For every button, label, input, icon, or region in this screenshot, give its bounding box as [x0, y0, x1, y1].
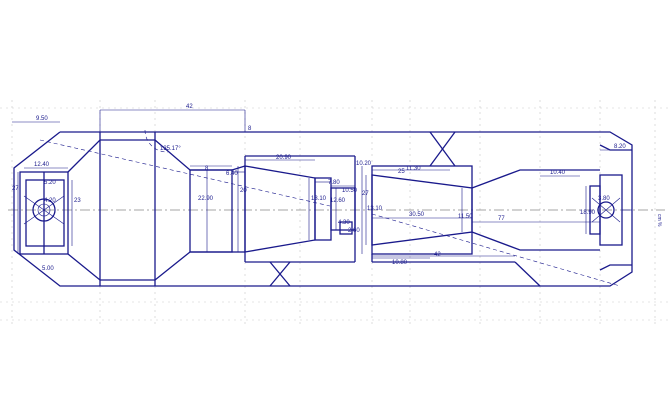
outer-body-outline [13, 131, 633, 287]
throat-block [314, 156, 356, 262]
dim-label: 11.50 [458, 214, 473, 220]
dim-label: 3.80 [598, 196, 610, 202]
dim-label: 20.90 [276, 155, 292, 161]
dim-label: 5.00 [42, 266, 54, 272]
dimension-lines [12, 109, 632, 259]
dim-label: 10.20 [356, 161, 372, 167]
scale-label: cm % [656, 214, 662, 227]
dim-label: 12.40 [34, 162, 50, 168]
dim-label: 10.50 [342, 188, 358, 194]
dim-label: 25 [398, 169, 405, 175]
drawing-grid [0, 100, 670, 325]
dim-label: 42 [186, 104, 193, 110]
dim-label: 30.50 [409, 212, 425, 218]
tapered-section [231, 155, 355, 263]
dim-label: 4.20 [44, 198, 56, 204]
dim-label: 13.10 [367, 206, 383, 212]
dim-label: 6.40 [226, 171, 238, 177]
dim-label: 20 [240, 188, 247, 194]
diffuser-section [269, 131, 600, 287]
dim-label: 10.80 [392, 260, 408, 266]
first-chamber [154, 139, 233, 281]
dim-label: 135.17° [160, 146, 181, 152]
dim-label: 8 [248, 126, 252, 132]
dim-label: 27 [362, 191, 369, 197]
dim-label: 12.60 [330, 198, 346, 204]
left-nozzle-block [19, 139, 155, 281]
dim-label: 8 [205, 166, 209, 172]
dim-label: 11.30 [406, 166, 421, 172]
dim-label: 42 [434, 252, 441, 258]
hidden-lines [39, 129, 621, 287]
dim-label: 23 [74, 198, 81, 204]
dim-label: 5.20 [44, 180, 56, 186]
dim-label: 2.60 [348, 228, 360, 234]
dimension-labels: 9.50 42 8 8.20 12.40 27 5.20 4.20 23 5.0… [12, 104, 662, 272]
dim-label: 13.10 [311, 196, 327, 202]
dim-label: 8.20 [614, 144, 626, 150]
dim-label: 27 [12, 186, 19, 192]
dim-label: 22.90 [198, 196, 214, 202]
right-nozzle-block [589, 144, 632, 271]
dim-label: 9.50 [36, 116, 48, 122]
dim-label: 18.90 [580, 210, 596, 216]
dim-label: 10.40 [550, 170, 566, 176]
dim-label: 77 [498, 216, 505, 222]
dim-label: 4.30 [338, 220, 350, 226]
dim-label: 7.80 [328, 180, 340, 186]
